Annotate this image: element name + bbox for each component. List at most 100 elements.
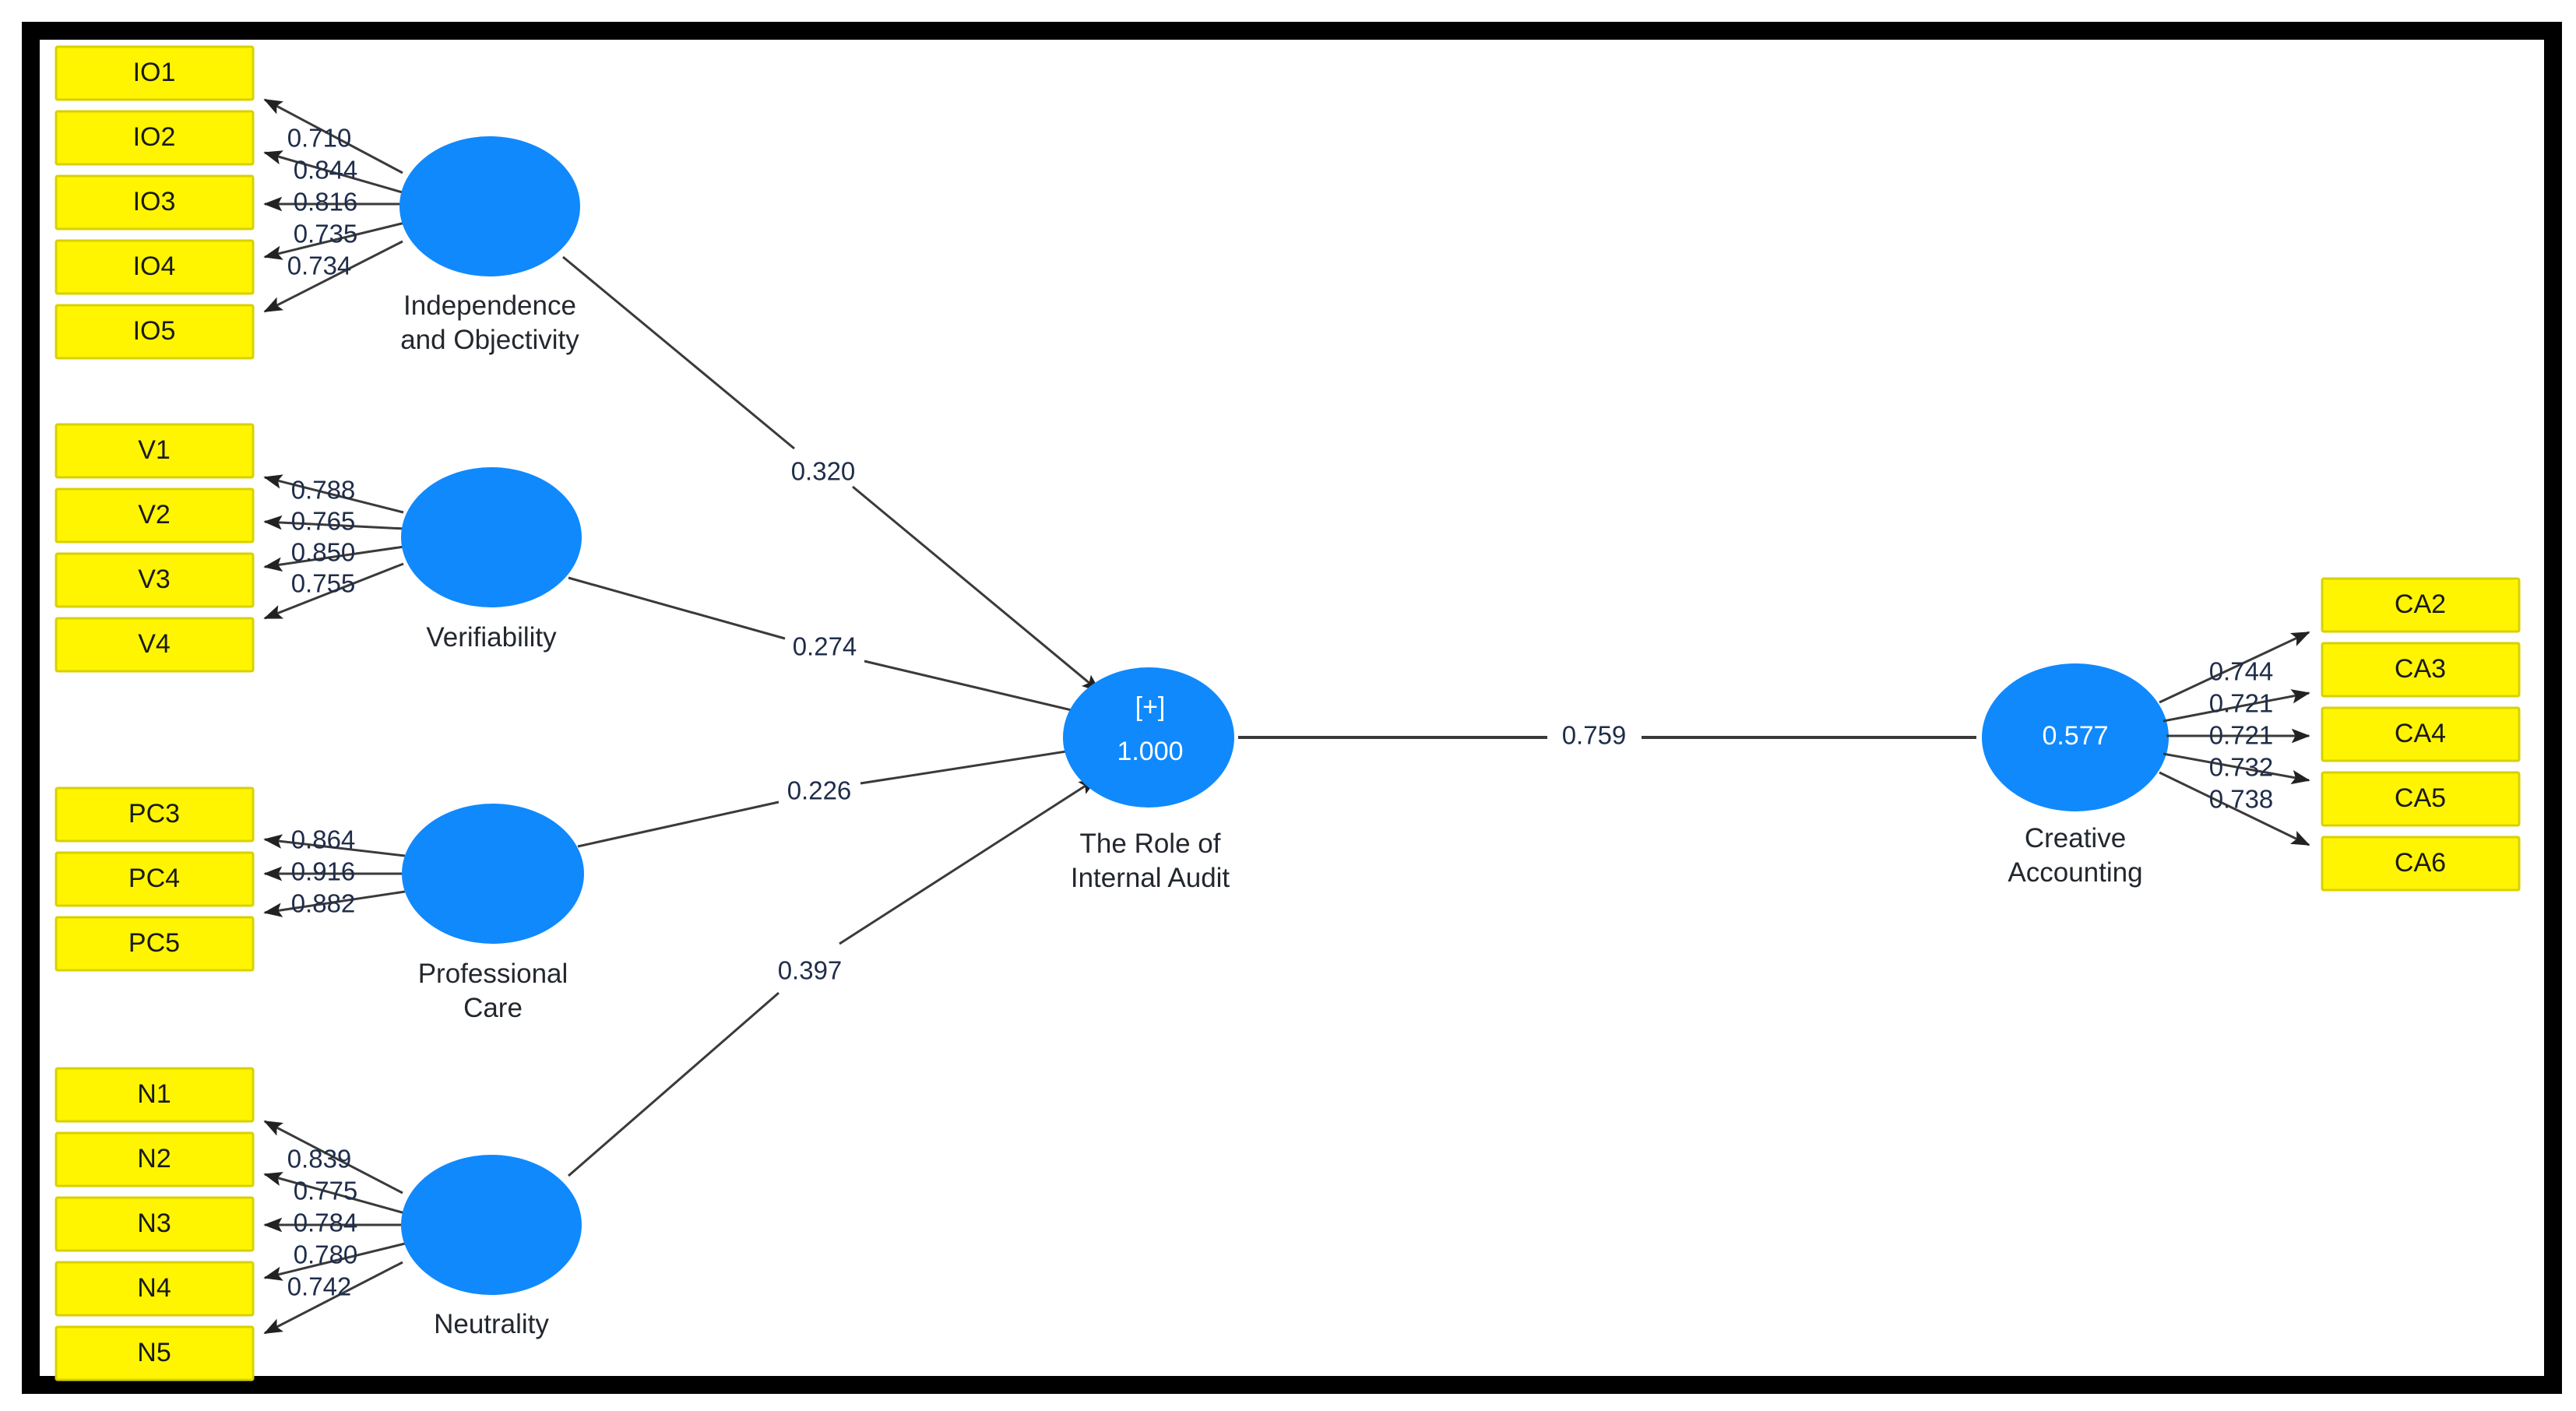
indicator-box-n1[interactable]: N1	[55, 1067, 255, 1123]
path-line-n-to-ria-seg1	[568, 991, 779, 1177]
loading-value-v3: 0.850	[291, 538, 356, 567]
indicator-label: IO3	[133, 187, 176, 216]
construct-label-line1: The Role of	[1080, 829, 1221, 859]
construct-label-line2: Internal Audit	[1071, 863, 1230, 893]
construct-block-creative-accounting: 0.577 Creative Accounting CA2 CA3 CA4 CA…	[1982, 577, 2521, 892]
loading-value-io4: 0.735	[294, 220, 358, 248]
indicator-box-ca2[interactable]: CA2	[2321, 577, 2521, 633]
loading-arrow-ca5	[2163, 752, 2310, 785]
indicator-box-io2[interactable]: IO2	[55, 110, 255, 166]
indicator-box-v3[interactable]: V3	[55, 552, 255, 608]
loading-value-ca5: 0.732	[2209, 753, 2274, 782]
loading-arrow-n5	[263, 1261, 403, 1335]
indicator-box-ca6[interactable]: CA6	[2321, 836, 2521, 892]
plus-marker-label: [+]	[1135, 692, 1166, 722]
indicator-label: CA6	[2395, 848, 2446, 878]
loading-value-n2: 0.775	[294, 1177, 358, 1205]
r-squared-value-ca: 0.577	[2042, 721, 2108, 751]
loading-arrow-v2	[263, 515, 406, 530]
indicator-box-io1[interactable]: IO1	[55, 45, 255, 101]
indicator-box-n3[interactable]: N3	[55, 1196, 255, 1252]
path-line-n-to-ria-seg2	[839, 777, 1098, 945]
loading-value-ca2: 0.744	[2209, 657, 2274, 686]
indicator-label: CA2	[2395, 589, 2446, 619]
loading-arrow-n2	[263, 1171, 406, 1215]
loading-value-pc5: 0.882	[291, 889, 356, 918]
indicator-label: PC5	[128, 928, 180, 958]
construct-node-verifiability[interactable]	[401, 467, 582, 607]
structural-path-ria-to-ca: 0.759	[1238, 721, 1976, 750]
indicator-label: IO2	[133, 122, 176, 152]
indicator-box-pc3[interactable]: PC3	[55, 786, 255, 843]
construct-node-professional-care[interactable]	[402, 804, 584, 944]
indicator-label: CA3	[2395, 654, 2446, 684]
construct-node-neutrality[interactable]	[401, 1155, 582, 1295]
indicator-label: IO4	[133, 252, 176, 281]
construct-block-verifiability: V1 V2 V3 V4 0.788 0.765 0.850 0.755	[55, 423, 582, 673]
loading-arrow-io1	[263, 98, 403, 174]
indicator-label: IO1	[133, 58, 176, 87]
loading-value-v4: 0.755	[291, 569, 356, 598]
indicator-label: CA5	[2395, 783, 2446, 813]
loading-arrow-ca2	[2159, 631, 2310, 704]
indicator-box-io5[interactable]: IO5	[55, 304, 255, 360]
loading-value-ca3: 0.721	[2209, 689, 2274, 718]
loading-arrow-v3	[263, 545, 405, 572]
path-coefficient-v-to-ria: 0.274	[793, 632, 857, 661]
loading-value-io2: 0.844	[294, 156, 358, 185]
loading-arrow-v4	[263, 562, 404, 620]
indicator-box-pc5[interactable]: PC5	[55, 916, 255, 972]
loading-arrow-pc5	[263, 890, 406, 917]
r-squared-value-ria: 1.000	[1117, 737, 1183, 766]
loading-value-io3: 0.816	[294, 188, 358, 216]
construct-label-line1: Verifiability	[426, 622, 557, 653]
construct-block-role-internal-audit: [+] 1.000 The Role of Internal Audit	[1063, 667, 1234, 893]
indicator-label: N2	[137, 1144, 171, 1173]
indicator-box-pc4[interactable]: PC4	[55, 851, 255, 907]
indicator-box-n4[interactable]: N4	[55, 1261, 255, 1317]
construct-block-professional-care: PC3 PC4 PC5 0.864 0.916 0.882 Profession…	[55, 786, 584, 1023]
structural-paths-to-internal-audit: 0.320 0.274 0.226 0.397	[562, 255, 1103, 1177]
indicator-box-ca5[interactable]: CA5	[2321, 771, 2521, 827]
indicator-box-ca4[interactable]: CA4	[2321, 706, 2521, 762]
indicator-box-v2[interactable]: V2	[55, 487, 255, 544]
loading-value-n5: 0.742	[287, 1272, 352, 1301]
indicator-box-n5[interactable]: N5	[55, 1325, 255, 1381]
indicator-box-io4[interactable]: IO4	[55, 239, 255, 295]
loading-arrow-pc3	[263, 834, 406, 857]
loading-arrow-v1	[263, 474, 404, 514]
construct-node-creative-accounting[interactable]	[1982, 663, 2169, 811]
indicator-label: PC3	[128, 799, 180, 829]
path-coefficient-ria-to-ca: 0.759	[1562, 721, 1627, 750]
construct-label-line2: Care	[463, 993, 523, 1023]
construct-node-independence-objectivity[interactable]	[399, 136, 580, 276]
indicator-label: IO5	[133, 316, 176, 346]
loading-arrow-io4	[263, 221, 406, 260]
loading-value-io5: 0.734	[287, 252, 352, 280]
indicator-box-n2[interactable]: N2	[55, 1131, 255, 1188]
indicator-label: PC4	[128, 864, 180, 893]
path-line-pc-to-ria-seg1	[577, 801, 779, 848]
construct-label-line1: Neutrality	[434, 1309, 549, 1339]
indicator-label: N3	[137, 1209, 171, 1238]
indicator-box-v4[interactable]: V4	[55, 617, 255, 673]
loading-value-v1: 0.788	[291, 476, 356, 505]
indicator-label: V1	[138, 435, 171, 465]
path-line-io-to-ria-seg2	[852, 485, 1101, 693]
indicator-box-io3[interactable]: IO3	[55, 174, 255, 230]
loading-arrow-io2	[263, 150, 406, 195]
path-line-v-to-ria-seg1	[568, 576, 786, 640]
loading-value-pc3: 0.864	[291, 825, 356, 854]
indicator-box-ca3[interactable]: CA3	[2321, 642, 2521, 698]
path-line-v-to-ria-seg2	[864, 660, 1100, 720]
loading-value-ca4: 0.721	[2209, 721, 2274, 750]
indicator-label: V4	[138, 629, 171, 659]
loading-value-n3: 0.784	[294, 1209, 358, 1237]
indicator-box-v1[interactable]: V1	[55, 423, 255, 479]
loading-arrow-n4	[263, 1242, 406, 1281]
construct-node-role-internal-audit[interactable]	[1063, 667, 1234, 808]
loading-value-pc4: 0.916	[291, 857, 356, 886]
path-line-io-to-ria-seg1	[562, 255, 795, 450]
construct-label-line2: Accounting	[2008, 857, 2142, 888]
loading-value-n1: 0.839	[287, 1145, 352, 1173]
